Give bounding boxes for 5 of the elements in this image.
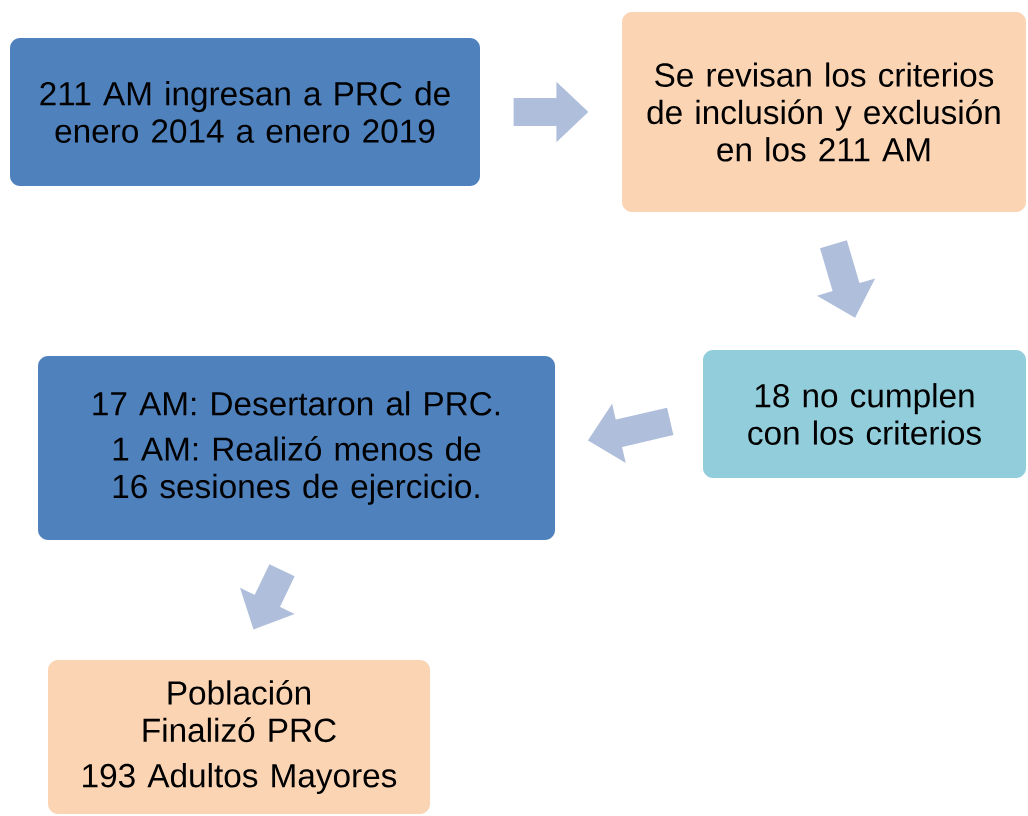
process-box: Se revisan los criterios de inclusión y exclusión en los 211 AM (622, 12, 1026, 212)
process-box: Población Finalizó PRC 193 Adultos Mayores (48, 660, 430, 814)
process-box: 18 no cumplen con los criterios (703, 350, 1026, 478)
process-box: 211 AM ingresan a PRC de enero 2014 a enero 2019 (10, 38, 480, 186)
process-box: 17 AM: Desertaron al PRC. 1 AM: Realizó menos de 16 sesiones de ejercicio. (38, 356, 555, 540)
